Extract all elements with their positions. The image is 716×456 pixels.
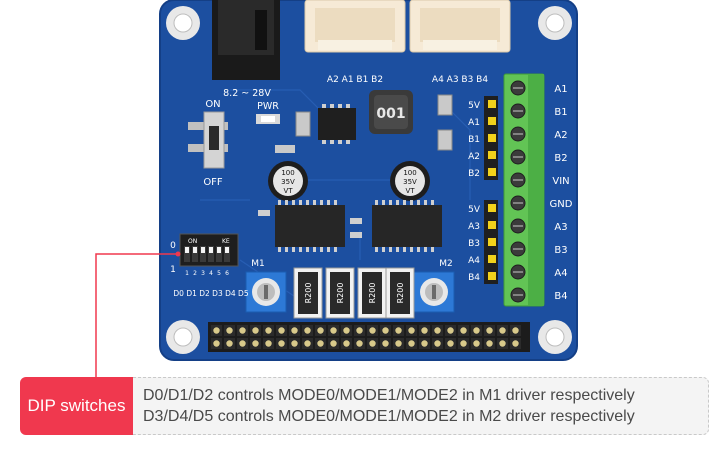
svg-text:6: 6 — [225, 270, 229, 277]
sense-resistor: R200 — [325, 267, 355, 319]
svg-text:A4: A4 — [554, 268, 567, 279]
callout-line-2: D3/D4/D5 controls MODE0/MODE1/MODE2 in M… — [143, 408, 635, 425]
svg-text:VIN: VIN — [552, 176, 569, 187]
capacitor-right: 100 35V VT — [390, 161, 430, 201]
svg-text:VT: VT — [283, 187, 293, 195]
svg-text:VT: VT — [405, 187, 415, 195]
svg-text:B2: B2 — [554, 153, 567, 164]
svg-text:001: 001 — [376, 106, 405, 122]
svg-text:A2: A2 — [554, 130, 567, 141]
pin-header-upper — [484, 96, 498, 180]
svg-text:R200: R200 — [336, 283, 345, 304]
svg-text:B4: B4 — [468, 273, 480, 283]
dc-power-jack — [212, 0, 280, 80]
callout-description: D0/D1/D2 controls MODE0/MODE1/MODE2 in M… — [133, 377, 709, 435]
svg-text:35V: 35V — [281, 178, 295, 186]
pins-label-left: A2 A1 B1 B2 — [327, 75, 383, 85]
pins-label-right: A4 A3 B3 B4 — [432, 75, 488, 85]
mounting-hole — [538, 320, 572, 354]
svg-text:5: 5 — [217, 270, 221, 277]
svg-text:B2: B2 — [468, 169, 480, 179]
svg-text:R200: R200 — [304, 283, 313, 304]
svg-text:R200: R200 — [396, 283, 405, 304]
svg-text:ON: ON — [188, 238, 197, 245]
svg-text:100: 100 — [281, 169, 294, 177]
svg-text:A1: A1 — [554, 84, 567, 95]
svg-text:B3: B3 — [554, 245, 567, 256]
switch-off-label: OFF — [203, 177, 223, 188]
dip-switch: ON KE — [179, 233, 239, 267]
svg-text:5V: 5V — [468, 101, 481, 111]
svg-text:3: 3 — [201, 270, 205, 277]
m1-label: M1 — [251, 259, 265, 269]
inductor: 001 — [369, 90, 413, 134]
screw-terminal-block — [503, 73, 545, 307]
voltage-label: 8.2 ~ 28V — [223, 88, 271, 99]
svg-text:A3: A3 — [554, 222, 567, 233]
dip-names-label: D0 D1 D2 D3 D4 D5 — [173, 289, 248, 298]
switch-on-label: ON — [205, 99, 220, 110]
pin-header-lower — [484, 200, 498, 284]
svg-text:100: 100 — [403, 169, 416, 177]
svg-text:4: 4 — [209, 270, 213, 277]
sense-resistor: R200 — [385, 267, 415, 319]
svg-text:B1: B1 — [468, 135, 480, 145]
sense-resistor: R200 — [357, 267, 387, 319]
svg-text:KE: KE — [222, 238, 230, 245]
svg-text:2: 2 — [193, 270, 197, 277]
svg-text:A4: A4 — [468, 256, 480, 266]
svg-text:B1: B1 — [554, 107, 567, 118]
potentiometer-m1 — [245, 271, 287, 313]
mounting-hole — [166, 320, 200, 354]
svg-text:B4: B4 — [554, 291, 567, 302]
gpio-header — [208, 322, 530, 352]
dip-pos-0: 0 — [170, 241, 176, 251]
svg-text:1: 1 — [185, 270, 189, 277]
dip-pos-1: 1 — [170, 265, 176, 275]
svg-text:A1: A1 — [468, 118, 480, 128]
svg-text:R200: R200 — [368, 283, 377, 304]
potentiometer-m2 — [413, 271, 455, 313]
driver-chip-m2 — [372, 200, 442, 252]
svg-text:35V: 35V — [403, 178, 417, 186]
svg-text:B3: B3 — [468, 239, 480, 249]
svg-text:5V: 5V — [468, 205, 481, 215]
motor-connector-left — [304, 0, 406, 53]
regulator-chip — [318, 104, 356, 144]
svg-text:GND: GND — [550, 199, 573, 210]
driver-chip-m1 — [275, 200, 345, 252]
dip-switch-callout: DIP switches D0/D1/D2 controls MODE0/MOD… — [20, 377, 709, 435]
sense-resistor: R200 — [293, 267, 323, 319]
callout-line-1: D0/D1/D2 controls MODE0/MODE1/MODE2 in M… — [143, 387, 635, 404]
motor-connector-right — [409, 0, 511, 53]
mounting-hole — [166, 6, 200, 40]
pwr-led — [256, 114, 280, 124]
svg-text:A3: A3 — [468, 222, 480, 232]
power-switch — [188, 111, 228, 169]
pwr-label: PWR — [257, 101, 279, 112]
capacitor-left: 100 35V VT — [268, 161, 308, 201]
callout-leader-line — [95, 251, 181, 380]
svg-text:A2: A2 — [468, 152, 480, 162]
callout-label: DIP switches — [20, 377, 133, 435]
mounting-hole — [538, 6, 572, 40]
m2-label: M2 — [439, 259, 453, 269]
